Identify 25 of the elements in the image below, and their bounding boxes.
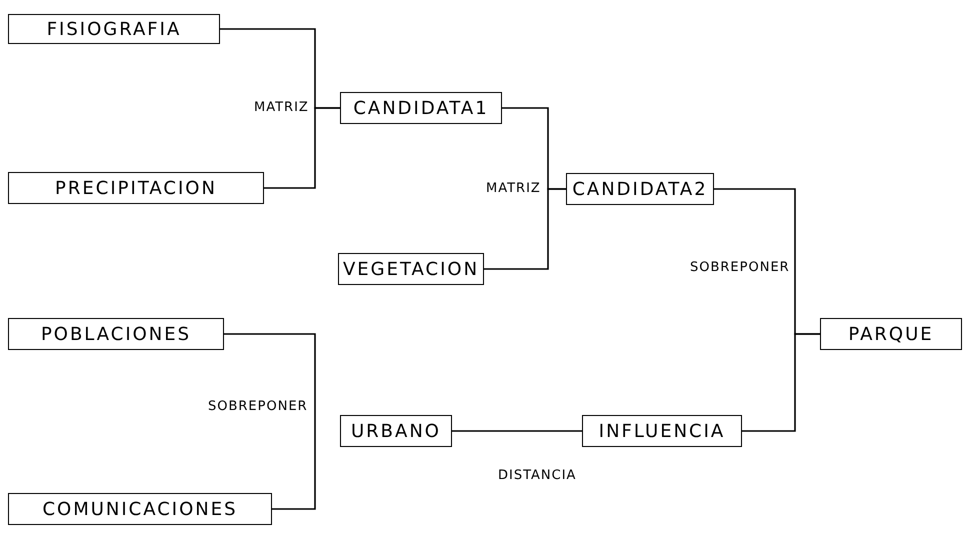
connector-line bbox=[452, 430, 582, 432]
process-box bbox=[340, 415, 452, 447]
connector-line bbox=[742, 333, 820, 432]
process-box bbox=[582, 415, 742, 447]
box-label: VEGETACION bbox=[342, 258, 480, 280]
box-label: FISIOGRAFIA bbox=[46, 18, 182, 40]
box-label: CANDIDATA2 bbox=[572, 178, 708, 200]
box-label: PRECIPITACION bbox=[55, 178, 217, 198]
box-label: POBLACIONES bbox=[40, 324, 192, 344]
process-box bbox=[820, 318, 962, 350]
connector-line bbox=[264, 107, 340, 189]
process-box bbox=[8, 318, 224, 350]
connector-line bbox=[484, 188, 566, 270]
box-label: INFLUENCIA bbox=[598, 420, 726, 442]
connector-line bbox=[224, 333, 316, 510]
box-label: COMUNICACIONES bbox=[42, 498, 238, 520]
process-box bbox=[8, 172, 264, 204]
box-label: PARQUE bbox=[848, 324, 934, 344]
process-box bbox=[338, 253, 484, 285]
box-label: URBANO bbox=[351, 420, 441, 442]
process-box bbox=[340, 92, 502, 124]
process-box bbox=[8, 14, 220, 44]
box-label: CANDIDATA1 bbox=[353, 98, 489, 118]
process-box bbox=[566, 173, 714, 205]
process-box bbox=[8, 493, 272, 525]
